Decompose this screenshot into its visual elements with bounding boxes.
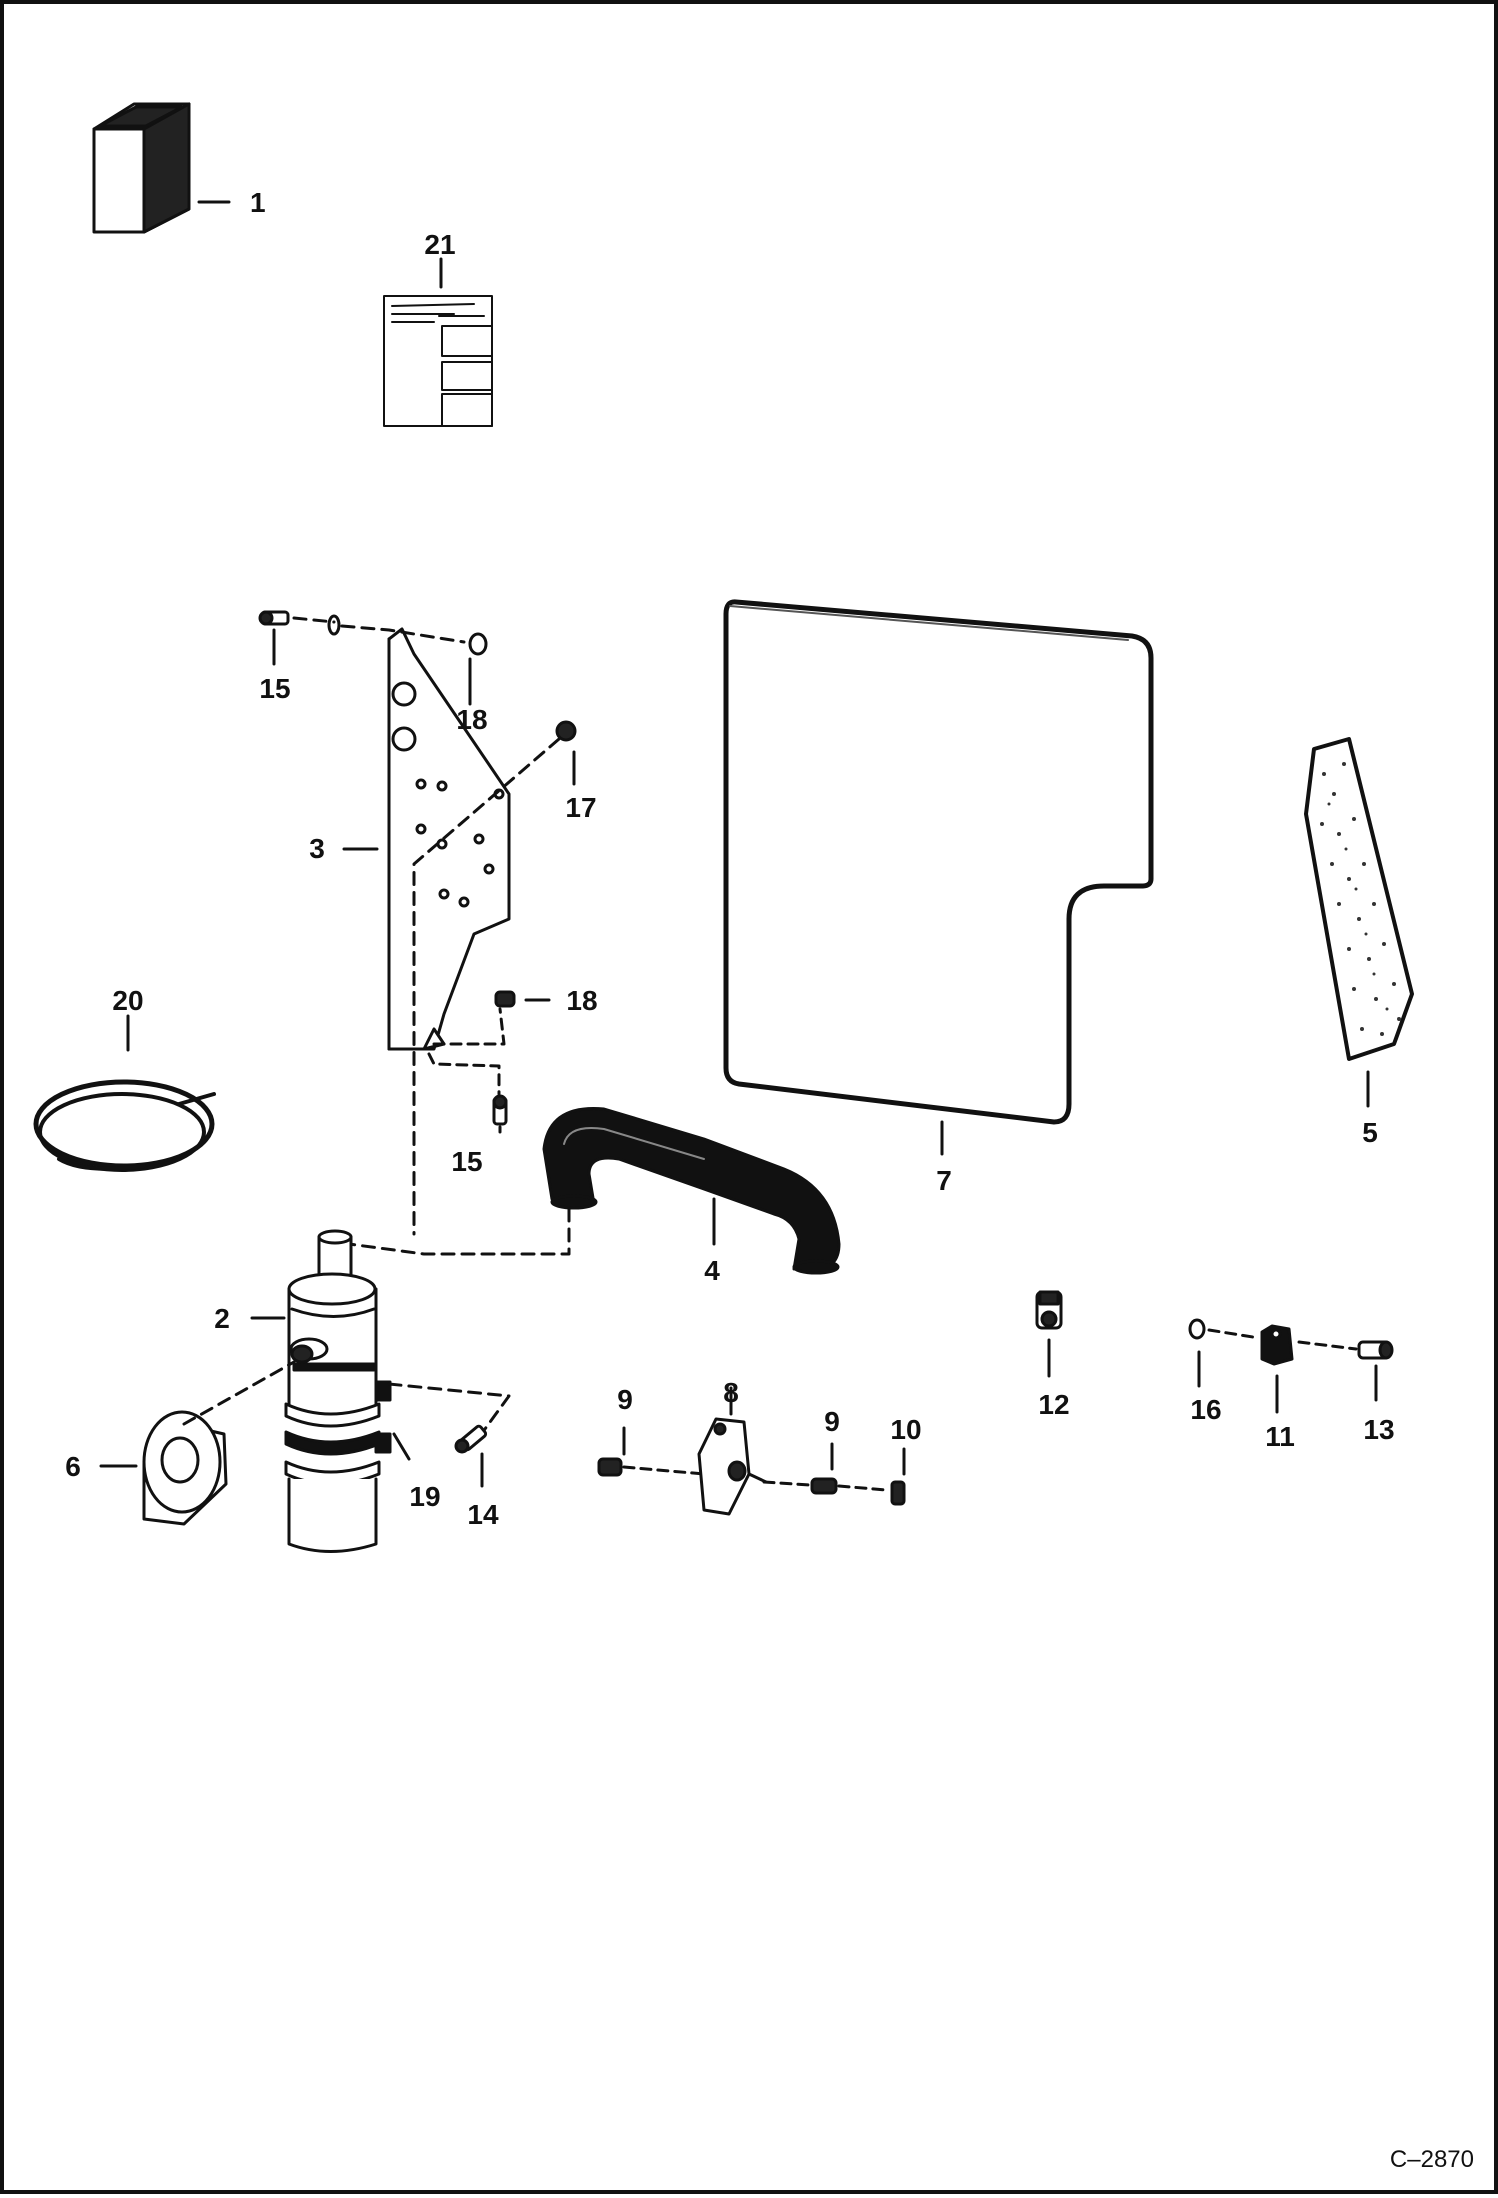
callout-14: 14 [467,1499,499,1530]
part-17-nut [555,720,577,742]
callout-20: 20 [112,985,143,1016]
part-7-panel [723,599,1154,1125]
part-14-bolt [454,1424,488,1454]
assembly-line-lower [427,1052,501,1096]
washer-top [327,614,341,636]
callout-15-lower: 15 [451,1146,482,1177]
callout-4: 4 [704,1255,720,1286]
callout-10: 10 [890,1414,921,1445]
part-16-washer [1188,1318,1206,1340]
callout-9-right: 9 [824,1406,840,1437]
part-1-box [92,102,191,234]
assembly-line-11-13 [1297,1340,1358,1351]
part-12-fitting [1035,1290,1063,1330]
part-3-bracket [387,627,511,1051]
part-18-nut-mid [494,990,516,1008]
part-2-air-cleaner [284,1229,392,1553]
assembly-line-hose [332,1207,571,1256]
part-6-ring [142,1410,228,1526]
callout-15-top: 15 [259,673,290,704]
assembly-line-mid [432,1007,506,1046]
callout-18-mid: 18 [566,985,597,1016]
callout-5: 5 [1362,1117,1378,1148]
assembly-line-clamp [387,1382,511,1446]
callout-12: 12 [1038,1389,1069,1420]
part-15-bolt-lower [492,1094,508,1126]
assembly-line-fitting-right [837,1484,888,1492]
callout-9-left: 9 [617,1384,633,1415]
part-8-block [697,1417,768,1516]
leader-19 [392,1432,411,1461]
assembly-line-top [292,616,466,644]
assembly-line-fitting-left [622,1465,706,1476]
callout-21: 21 [424,229,455,260]
part-9-fitting-left [597,1457,623,1477]
part-20-hose-coil [33,1079,216,1172]
assembly-line-16-11 [1207,1328,1261,1340]
part-15-bolt-top [258,610,290,626]
callout-3: 3 [309,833,325,864]
part-10-plug [890,1480,906,1506]
callout-2: 2 [214,1303,230,1334]
callout-13: 13 [1363,1414,1394,1445]
exploded-view: 1 21 15 18 17 3 18 20 15 4 7 5 2 6 19 14… [33,102,1414,1553]
assembly-line-bracket [412,737,561,1236]
callout-6: 6 [65,1451,81,1482]
assembly-line-ring [182,1360,296,1426]
part-9-fitting-right [810,1477,838,1495]
assembly-line-fitting-mid [762,1480,811,1487]
callout-11: 11 [1265,1421,1295,1452]
callout-16: 16 [1190,1394,1221,1425]
part-21-decal [383,295,493,427]
callout-17: 17 [565,792,596,823]
figure-reference: C–2870 [1389,2146,1474,2173]
callout-1: 1 [250,187,266,218]
callout-7: 7 [936,1165,952,1196]
part-5-foam [1304,737,1414,1061]
callout-19: 19 [409,1481,440,1512]
part-18-nut-top [468,632,488,656]
callout-8: 8 [723,1377,739,1408]
part-11-nut [1260,1324,1294,1366]
part-13-bolt [1357,1340,1394,1360]
callout-18-top: 18 [456,704,487,735]
part-4-hose [542,1107,841,1275]
